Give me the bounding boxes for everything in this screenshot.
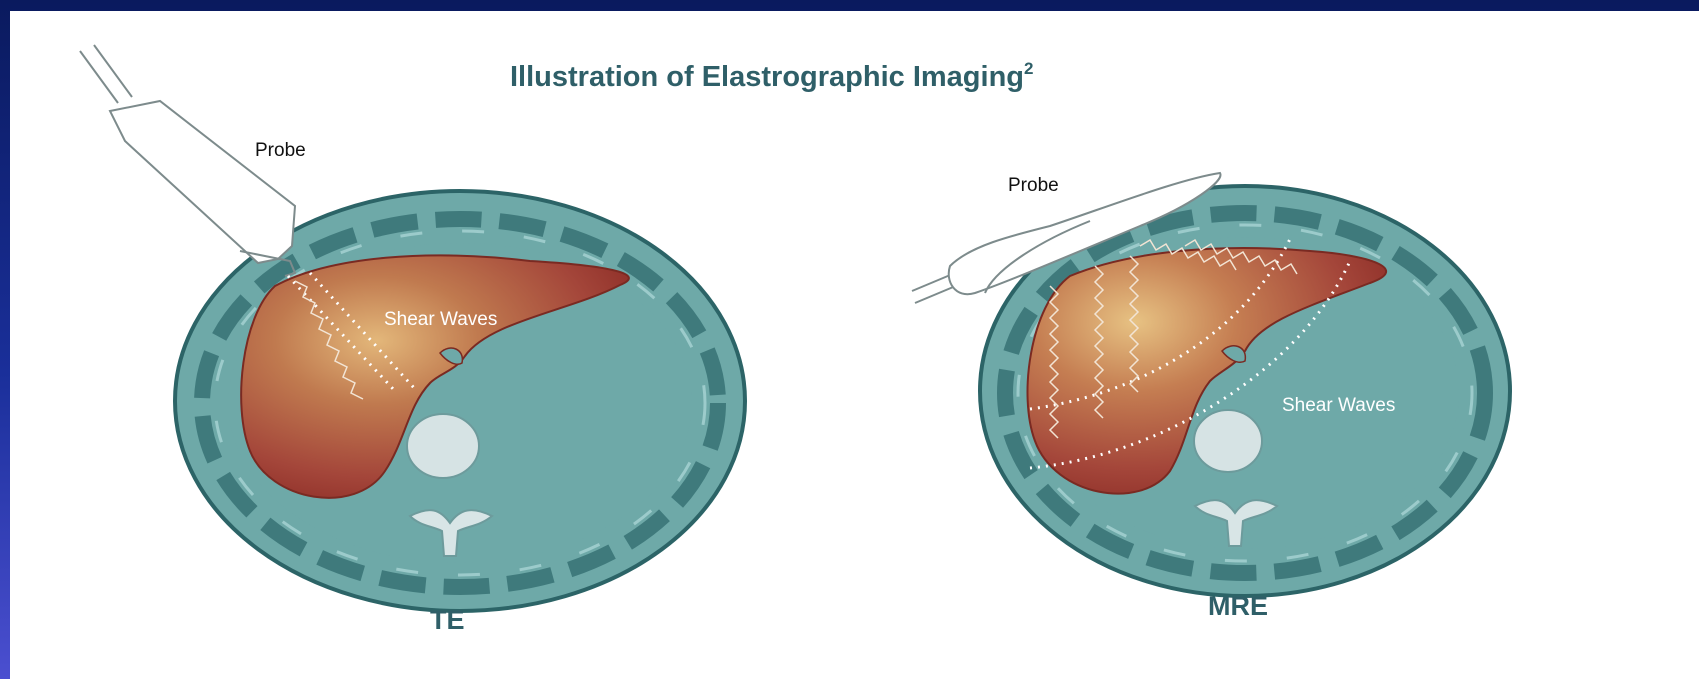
te-caption: TE	[430, 605, 465, 635]
mre-probe-label: Probe	[1008, 175, 1059, 196]
te-probe-label: Probe	[255, 140, 306, 161]
mre-panel: Probe Shear Waves MRE	[912, 173, 1510, 621]
mre-caption: MRE	[1208, 591, 1268, 621]
te-panel: Probe Shear Waves TE	[80, 45, 745, 635]
slide: Illustration of Elastrographic Imaging2	[10, 11, 1699, 679]
elastography-illustration: Illustration of Elastrographic Imaging2	[10, 11, 1699, 679]
te-shear-waves-label: Shear Waves	[384, 309, 497, 330]
mre-shear-waves-label: Shear Waves	[1282, 395, 1395, 416]
diagram-title: Illustration of Elastrographic Imaging2	[510, 59, 1033, 93]
